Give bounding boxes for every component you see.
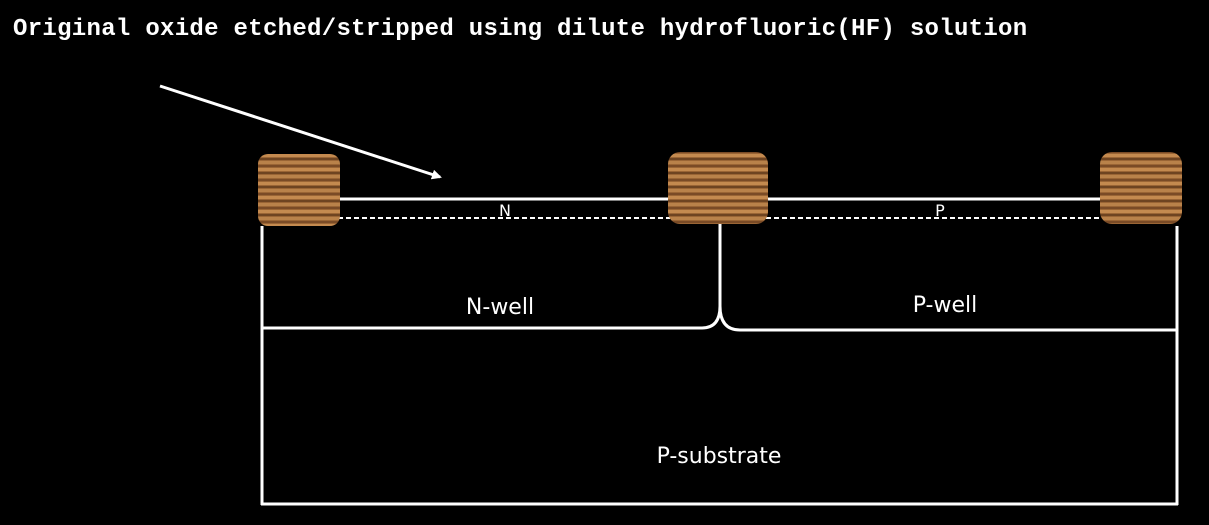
p-well-boundary <box>718 305 1177 332</box>
p-region-label: P <box>935 201 945 220</box>
n-well-label: N-well <box>466 295 534 320</box>
p-substrate-label: P-substrate <box>657 444 782 469</box>
n-region-label: N <box>499 201 511 220</box>
arrow-icon <box>159 84 442 180</box>
slide-heading: Original oxide etched/stripped using dil… <box>13 16 1028 43</box>
field-oxide-middle <box>668 152 768 224</box>
p-well-label: P-well <box>913 293 977 318</box>
field-oxide-right <box>1100 152 1182 224</box>
field-oxide-left <box>258 154 340 226</box>
